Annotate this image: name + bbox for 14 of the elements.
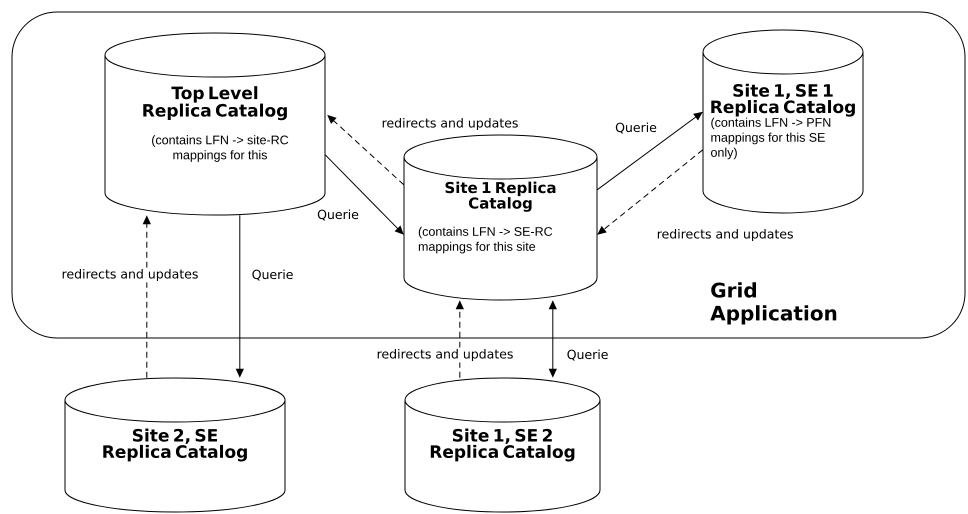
edge-label: redirects and updates xyxy=(60,267,200,283)
cylinder: Site 1 Replica Catalog (contains LFN -> SE-RC mappings for this site xyxy=(404,134,598,300)
cylinder: Site 1, SE 2 Replica Catalog xyxy=(404,378,600,512)
cylinder: Site 1, SE 1 Replica Catalog (contains LFN -> PFN mappings for this SE only) xyxy=(702,30,864,214)
frame-label: Grid Application xyxy=(710,282,836,325)
edge-label: Querie xyxy=(565,348,610,362)
edge-label: redirects and updates xyxy=(655,227,796,243)
edge-label: redirects and updates xyxy=(375,347,515,363)
edge-label: redirects and updates xyxy=(380,116,520,132)
edge-label: Querie xyxy=(614,120,658,136)
cylinder: Site 2, SE Replica Catalog xyxy=(64,378,286,512)
edge-label: Querie xyxy=(250,268,295,282)
node-label: Site 2, SE Replica Catalog xyxy=(103,428,247,462)
node-label: Site 1, SE 2 Replica Catalog xyxy=(430,428,574,462)
